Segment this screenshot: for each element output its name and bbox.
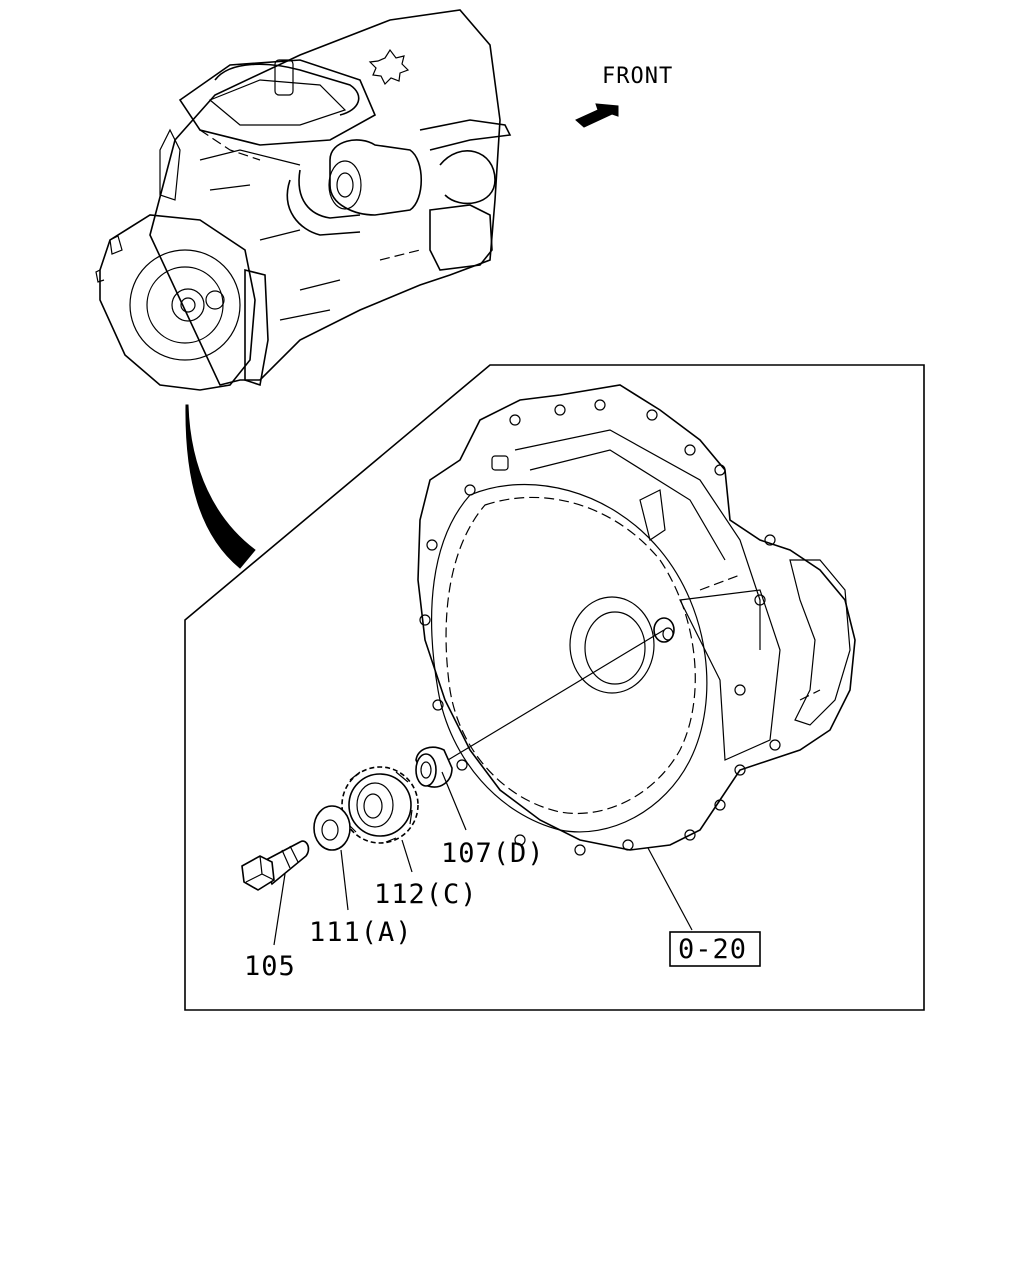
ref-label: 0-20 (678, 934, 747, 965)
callout-107: 107(D) (441, 838, 545, 869)
front-arrow-icon (575, 103, 619, 128)
assembly-axis-line (447, 629, 665, 761)
callout-112: 112(C) (374, 879, 478, 910)
detail-transition-arrow (185, 404, 256, 569)
front-direction-indicator: FRONT (575, 64, 673, 128)
flywheel-housing (417, 384, 856, 856)
part-107-bushing (415, 746, 453, 788)
callout-leaders (273, 771, 693, 946)
part-112-idler-gear (341, 766, 419, 844)
engine-overview-illustration (95, 9, 512, 391)
part-105-bolt (241, 840, 310, 891)
detail-frame (184, 364, 925, 1011)
front-label: FRONT (602, 64, 673, 89)
part-111-washer (313, 805, 351, 851)
callout-105: 105 (244, 951, 296, 982)
ref-box: 0-20 (669, 931, 761, 967)
callout-111: 111(A) (309, 917, 413, 948)
